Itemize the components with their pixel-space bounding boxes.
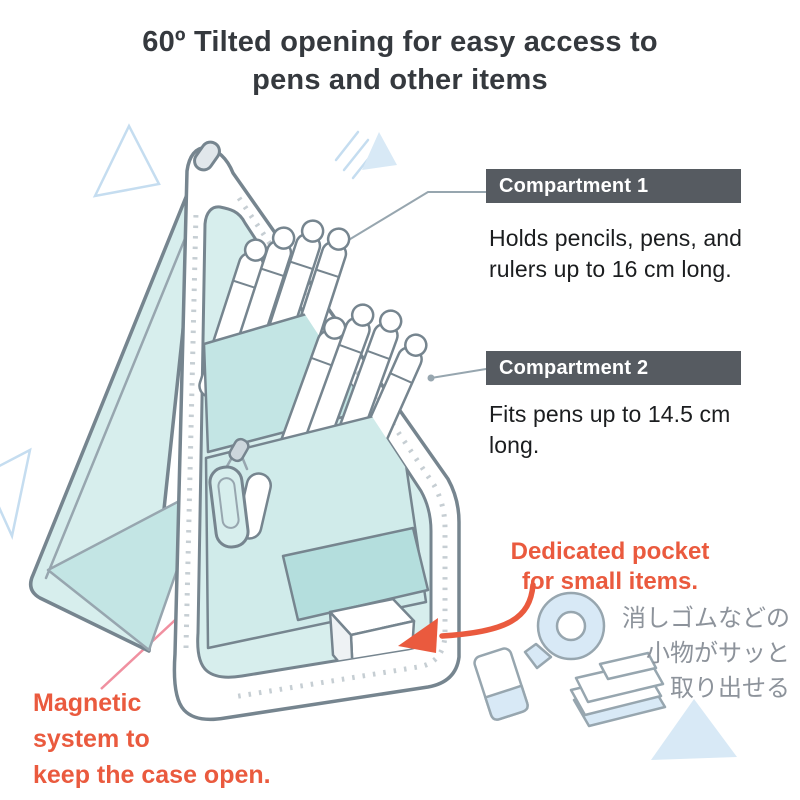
deco-triangle-filled-top xyxy=(362,132,397,170)
magnet-note: Magnetic system to keep the case open. xyxy=(33,685,293,793)
page-title-line2: pens and other items xyxy=(252,63,548,96)
compartment2-description: Fits pens up to 14.5 cm long. xyxy=(489,401,731,459)
washi-tape-icon xyxy=(523,591,606,670)
page-title: 60º Tilted opening for easy access to pe… xyxy=(0,24,800,99)
eraser-icon xyxy=(473,647,529,721)
zipper-pull xyxy=(208,437,272,549)
zipper-pull-tag-teal xyxy=(208,465,250,549)
deco-triangle-filled-bottom-right xyxy=(651,699,737,760)
pocket-arrow-icon xyxy=(398,582,536,653)
magnet-note-line1: Magnetic xyxy=(33,689,142,717)
japanese-note-line3: 取り出せる xyxy=(670,674,790,702)
pocket-note-line1: Dedicated pocket xyxy=(510,538,710,565)
compartment1-description: Holds pencils, pens, and rulers up to 16… xyxy=(489,225,742,283)
sticky-notes-icon xyxy=(569,651,667,728)
japanese-note: 消しゴムなどの 小物がサッと 取り出せる xyxy=(588,602,790,706)
compartment2-callout-line xyxy=(430,368,487,379)
deco-triangle-outline-top-left xyxy=(92,123,161,198)
magnet-note-line3: keep the case open. xyxy=(33,761,271,789)
pencil-case-illustration xyxy=(28,140,461,722)
zipper-teeth xyxy=(232,196,448,700)
compartment2-label: Compartment 2 xyxy=(486,351,741,385)
zipper-slider xyxy=(228,437,250,463)
background-decorations xyxy=(0,123,737,760)
pocket-note-line2: for small items. xyxy=(521,568,699,596)
japanese-note-line2: 小物がサッと xyxy=(646,639,790,667)
deco-triangle-outline-left xyxy=(0,447,32,541)
compartment1-callout-line xyxy=(341,191,487,245)
small-items-pocket xyxy=(281,526,430,622)
small-items-illustration xyxy=(473,591,667,728)
zipper-end-cap xyxy=(193,140,221,172)
compartment1-label: Compartment 1 xyxy=(486,169,741,203)
page-title-line1: 60º Tilted opening for easy access to xyxy=(142,26,658,58)
japanese-note-line1: 消しゴムなどの xyxy=(622,605,790,632)
pocket-note: Dedicated pocket for small items. xyxy=(498,537,722,598)
magnet-note-line2: system to xyxy=(33,725,150,753)
